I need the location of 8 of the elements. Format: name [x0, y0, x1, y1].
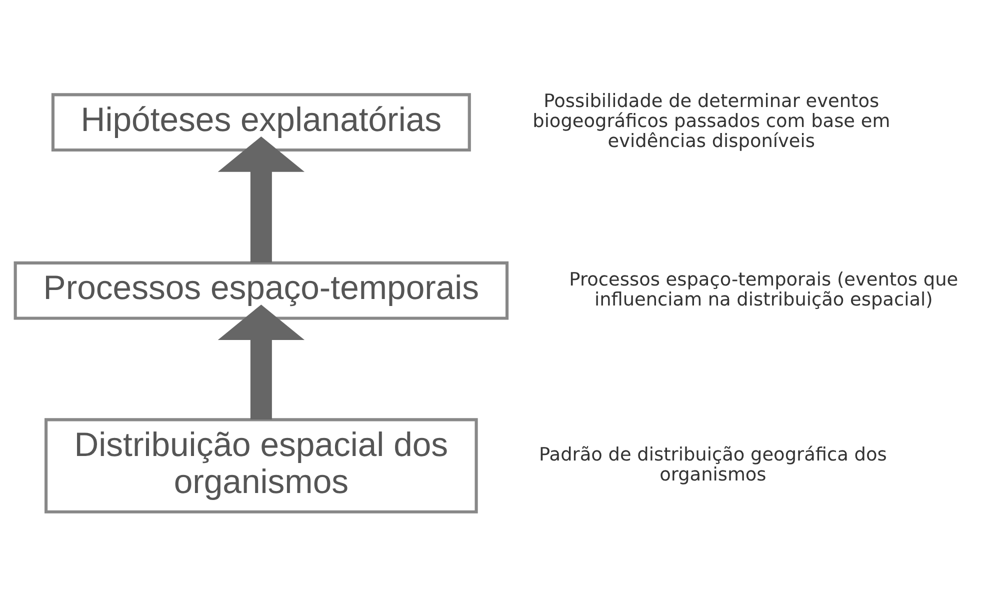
node-box: Hipóteses explanatórias — [50, 93, 470, 152]
node-label: Possibilidade de determinar eventos biogeográficos passados com base em evidências disponíveis — [532, 91, 890, 152]
node-box: Processos espaço-temporais — [13, 261, 508, 320]
node-label: Processos espaço-temporais (eventos que influenciam na distribuição espacial) — [568, 269, 958, 310]
node-box: Distribuição espacial dos organismos — [44, 418, 478, 514]
arrow — [217, 136, 304, 262]
arrow — [217, 304, 304, 420]
node-label: Padrão de distribuição geográfica dos organismos — [538, 444, 886, 486]
